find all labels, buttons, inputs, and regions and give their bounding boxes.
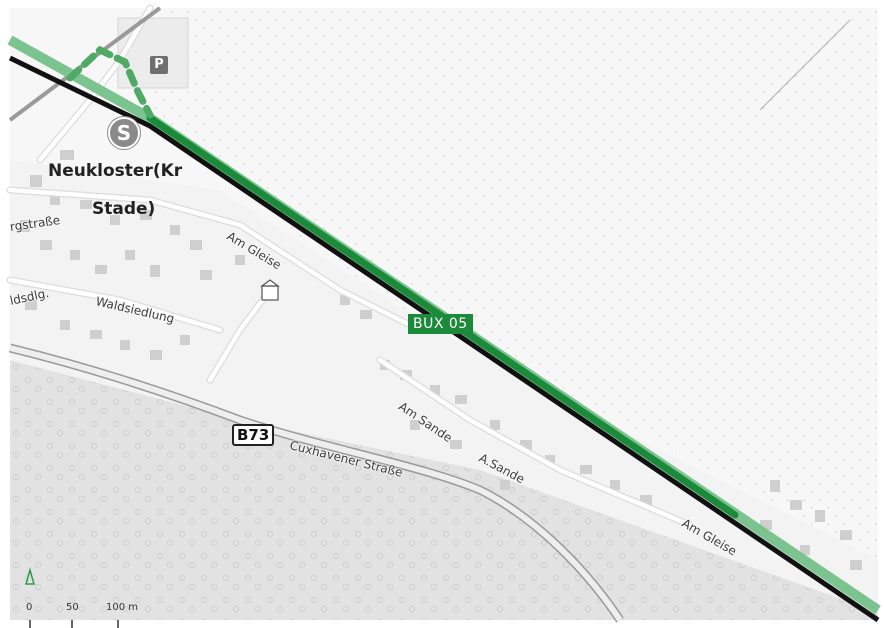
scale-label-0: 0 <box>26 602 33 613</box>
dotted-area <box>150 8 878 560</box>
landmark-icon <box>260 279 280 301</box>
path-line <box>759 19 851 111</box>
scale-bar: 0 50 100 m <box>14 570 154 628</box>
road-shield-b73: B73 <box>232 424 275 446</box>
forest-area <box>10 360 878 620</box>
route-label-badge[interactable]: BUX 05 <box>408 314 473 334</box>
scale-bar-line <box>29 620 119 628</box>
railway-line <box>8 55 880 623</box>
buildings <box>20 150 862 570</box>
route-line-dashed <box>66 45 154 119</box>
parking-icon[interactable]: P <box>150 56 168 74</box>
scale-label-100m: 100 m <box>106 602 139 613</box>
north-arrow-icon <box>25 567 35 585</box>
minor-roads-fill <box>7 5 693 528</box>
residential-area <box>10 160 878 612</box>
place-label-line1: Neukloster(Kr <box>48 161 183 181</box>
road-b73-fill <box>9 345 623 622</box>
scale-label-50: 50 <box>66 602 79 613</box>
sbahn-station-icon[interactable]: S <box>108 117 140 149</box>
place-label-line2: Stade) <box>92 199 156 219</box>
